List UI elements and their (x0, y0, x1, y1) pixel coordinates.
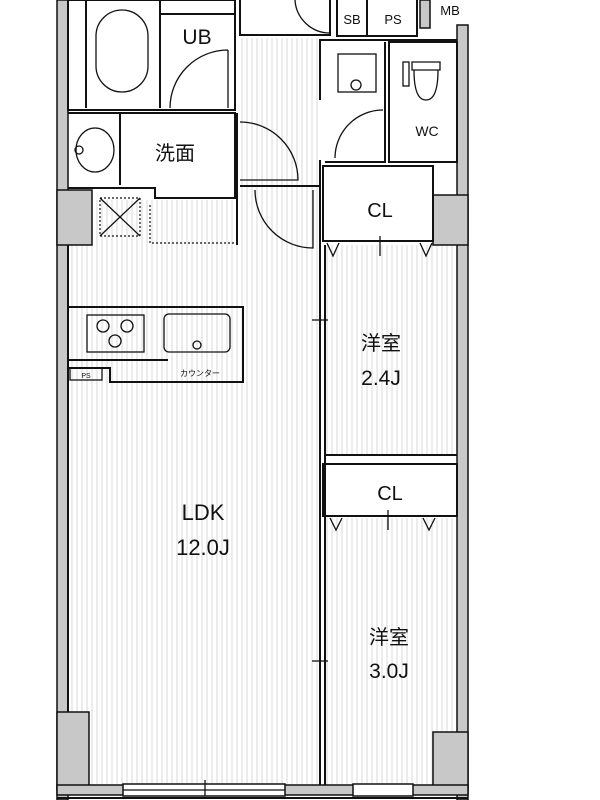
bathtub-icon (95, 9, 149, 93)
label-ldk-size: 12.0J (176, 535, 230, 560)
closet-2 (322, 463, 458, 532)
washroom (68, 112, 236, 199)
sink-icon (163, 313, 231, 353)
label-ps-kitchen: PS (81, 373, 91, 380)
laundry-space (319, 39, 457, 163)
label-ps-top: PS (384, 12, 402, 27)
washer-icon (337, 53, 377, 93)
label-bedroom2-name: 洋室 (369, 626, 409, 649)
unit-bath (67, 0, 236, 111)
kitchen-counter (68, 306, 244, 383)
label-bedroom1-name: 洋室 (361, 332, 401, 355)
window-bedroom2 (352, 783, 414, 797)
label-bedroom2-size: 3.0J (369, 660, 409, 683)
label-mb: MB (440, 3, 460, 18)
door-arc-icon (334, 109, 384, 159)
door-arc-icon (169, 49, 229, 109)
bedroom1-floor (325, 245, 458, 455)
stove-icon (86, 314, 145, 353)
toilet-icon (411, 61, 441, 101)
label-sb: SB (343, 12, 360, 27)
label-closet1: CL (367, 200, 393, 222)
label-ldk-name: LDK (182, 500, 225, 525)
label-closet2: CL (377, 483, 403, 505)
label-counter: カウンター (180, 369, 220, 378)
door-arc-icon (239, 121, 299, 181)
wc (388, 41, 458, 163)
label-washroom: 洗面 (155, 142, 195, 165)
door-arc-icon (294, 0, 331, 34)
label-bedroom1-size: 2.4J (361, 367, 401, 390)
label-ub: UB (182, 26, 211, 49)
washbasin-icon (75, 127, 115, 173)
storage-box (99, 197, 235, 244)
door-arc-icon (254, 189, 314, 249)
ldk-floor (68, 200, 320, 785)
closet-1 (322, 165, 434, 258)
label-wc: WC (415, 123, 438, 139)
window-ldk (122, 780, 286, 797)
